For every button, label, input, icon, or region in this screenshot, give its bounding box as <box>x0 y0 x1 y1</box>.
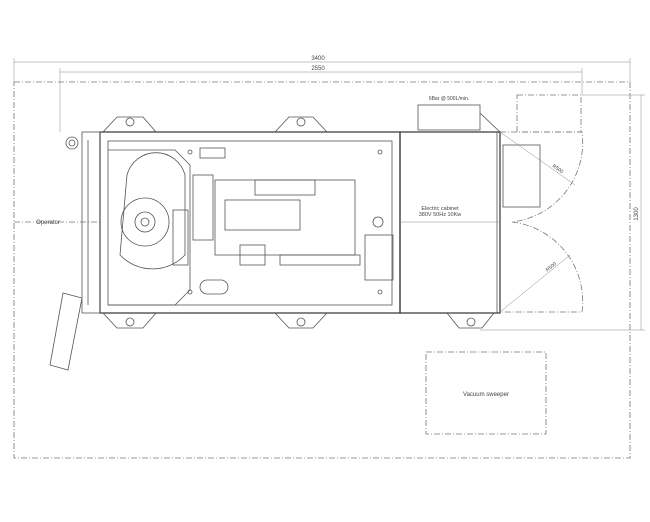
svg-text:2550: 2550 <box>311 66 325 72</box>
svg-text:6Bar @ 500L/min.: 6Bar @ 500L/min. <box>429 96 469 102</box>
machine-frame <box>49 116 495 371</box>
svg-text:R500: R500 <box>551 163 564 175</box>
vacuum-sweeper: Vacuum sweeper <box>425 351 547 435</box>
dimension-overall-width: 1300 <box>480 94 645 331</box>
svg-text:Electric cabinet: Electric cabinet <box>421 206 459 212</box>
electric-cabinet: Electric cabinet 380V 50Hz 10Kw <box>399 131 501 314</box>
air-compressor: 6Bar @ 500L/min. <box>417 96 501 133</box>
operator-label: Operator <box>36 220 60 226</box>
svg-text:380V 50Hz 10Kw: 380V 50Hz 10Kw <box>419 212 462 218</box>
dimension-machine-length: 2550 <box>59 66 583 132</box>
svg-text:3400: 3400 <box>311 56 325 62</box>
svg-text:R500: R500 <box>545 261 558 273</box>
svg-text:1300: 1300 <box>634 207 640 221</box>
dimension-overall-length: 3400 <box>13 56 631 82</box>
footprint-boundary <box>13 81 631 459</box>
door-swing-area: R500 R500 <box>499 94 584 313</box>
svg-text:Vacuum sweeper: Vacuum sweeper <box>463 392 509 398</box>
